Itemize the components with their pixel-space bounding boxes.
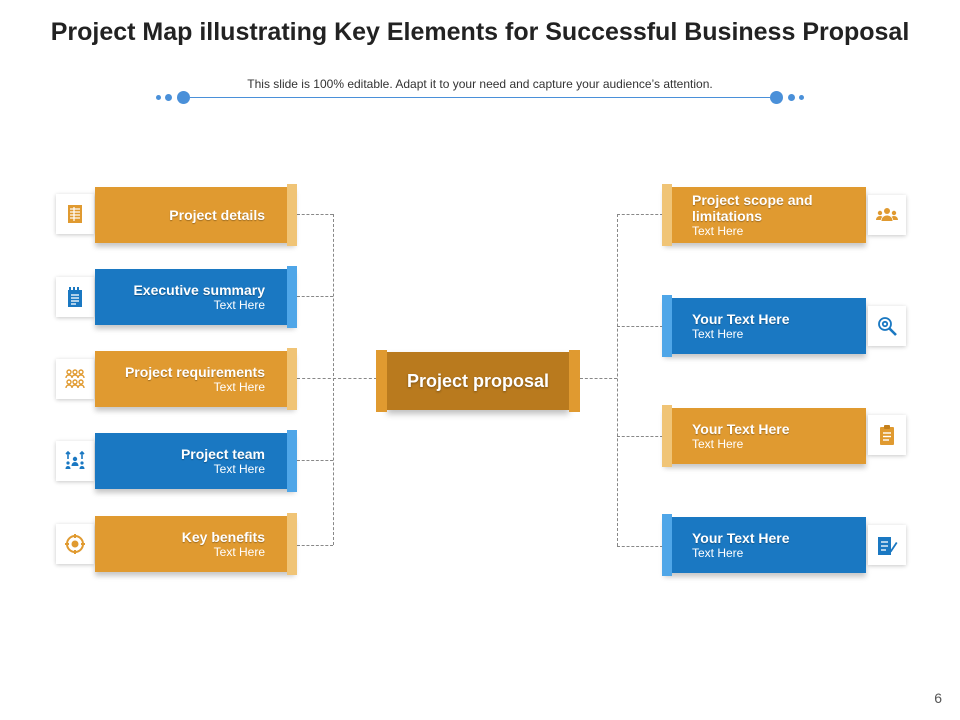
people-group-icon	[868, 195, 906, 235]
clipboard-icon	[868, 415, 906, 455]
card-accent	[287, 184, 297, 246]
connector-right-3	[617, 436, 663, 437]
card-your-text-3: Your Text Here Text Here	[662, 514, 866, 576]
subtitle-divider-line	[190, 97, 770, 98]
card-project-team: Project team Text Here	[95, 430, 297, 492]
target-icon	[56, 524, 94, 564]
card-accent	[662, 405, 672, 467]
connector-left-2	[297, 296, 333, 297]
card-heading: Your Text Here	[692, 529, 790, 546]
team-arrows-icon	[56, 441, 94, 481]
connector-center-right	[580, 378, 617, 379]
team-network-icon	[56, 359, 94, 399]
connector-right-1	[617, 214, 663, 215]
card-heading: Your Text Here	[692, 420, 790, 437]
page-number: 6	[934, 690, 942, 706]
card-subtext: Text Here	[213, 544, 265, 559]
card-heading: Your Text Here	[692, 310, 790, 327]
gear-magnifier-icon	[868, 306, 906, 346]
card-subtext: Text Here	[213, 297, 265, 312]
slide-title: Project Map illustrating Key Elements fo…	[50, 18, 910, 46]
card-heading: Executive summary	[133, 281, 265, 298]
notepad-icon	[56, 277, 94, 317]
card-heading: Project details	[169, 207, 265, 223]
card-project-details: Project details	[95, 184, 297, 246]
card-heading: Key benefits	[181, 528, 265, 545]
card-your-text-2: Your Text Here Text Here	[662, 405, 866, 467]
card-heading: Project team	[180, 445, 265, 462]
card-subtext: Text Here	[692, 326, 744, 341]
card-heading: Project scope and limitations	[692, 191, 813, 224]
card-project-requirements: Project requirements Text Here	[95, 348, 297, 410]
connector-right-2	[617, 326, 663, 327]
connector-left-4	[297, 460, 333, 461]
connector-left-3	[297, 378, 377, 379]
card-subtext: Text Here	[213, 379, 265, 394]
card-subtext: Text Here	[213, 461, 265, 476]
connector-left-trunk	[333, 214, 334, 545]
card-project-scope: Project scope and limitations Text Here	[662, 184, 866, 246]
center-node: Project proposal	[376, 350, 580, 412]
divider-dot-right-mid	[788, 94, 795, 101]
card-accent	[662, 184, 672, 246]
center-label: Project proposal	[406, 370, 550, 391]
card-subtext: Text Here	[692, 545, 744, 560]
card-accent	[287, 348, 297, 410]
divider-dot-right-small	[799, 95, 804, 100]
spreadsheet-icon	[56, 194, 94, 234]
divider-dot-left-large	[177, 91, 190, 104]
card-executive-summary: Executive summary Text Here	[95, 266, 297, 328]
card-accent	[662, 295, 672, 357]
connector-left-1	[297, 214, 333, 215]
card-accent	[662, 514, 672, 576]
card-subtext: Text Here	[692, 436, 744, 451]
card-subtext: Text Here	[692, 223, 744, 238]
center-cap-left	[376, 350, 387, 412]
connector-right-trunk	[617, 214, 618, 546]
divider-dot-left-small	[156, 95, 161, 100]
divider-dot-right-large	[770, 91, 783, 104]
card-accent	[287, 430, 297, 492]
card-accent	[287, 513, 297, 575]
connector-right-4	[617, 546, 663, 547]
connector-left-5	[297, 545, 333, 546]
divider-dot-left-mid	[165, 94, 172, 101]
checklist-pen-icon	[868, 525, 906, 565]
center-cap-right	[569, 350, 580, 412]
card-heading: Project requirements	[124, 363, 265, 380]
card-accent	[287, 266, 297, 328]
card-your-text-1: Your Text Here Text Here	[662, 295, 866, 357]
slide-subtitle: This slide is 100% editable. Adapt it to…	[247, 77, 713, 91]
card-key-benefits: Key benefits Text Here	[95, 513, 297, 575]
